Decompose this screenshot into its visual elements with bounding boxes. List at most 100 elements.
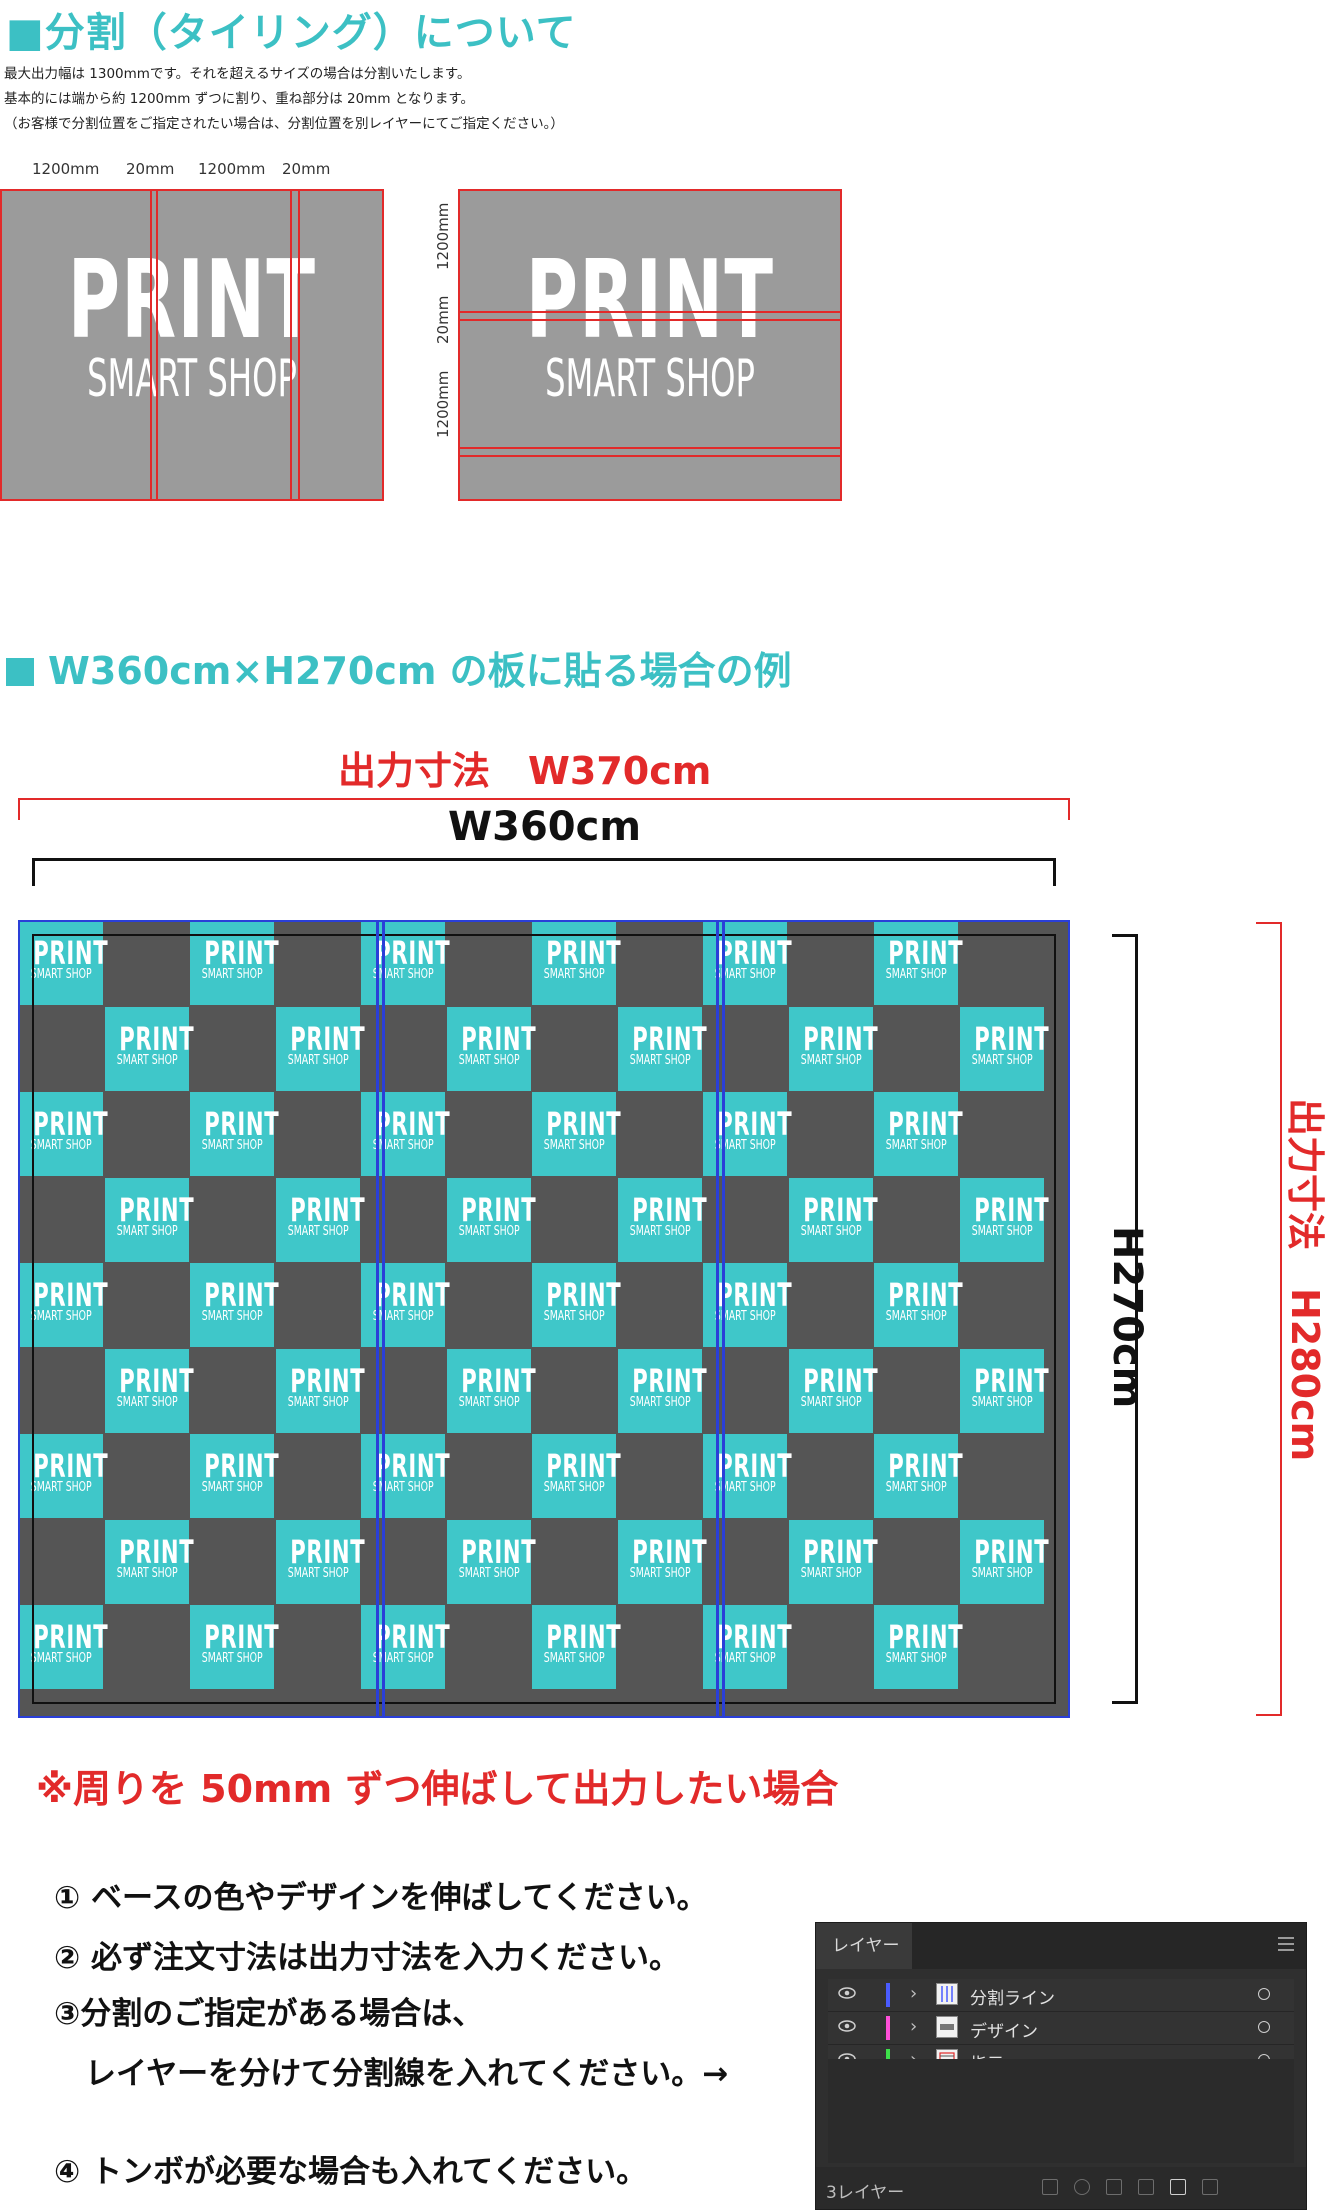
split-line <box>298 191 300 499</box>
layers-tabbar: レイヤー <box>816 1923 1306 1969</box>
step-4: ④ トンボが必要な場合も入れてください。 <box>54 2154 648 2190</box>
tile-smart-shop-text: SMART SHOP <box>372 967 434 982</box>
board-outline <box>32 934 1056 1704</box>
clipping-mask-icon[interactable] <box>1106 2179 1122 2195</box>
layers-footer: 3レイヤー <box>816 2167 1306 2209</box>
layers-panel: レイヤー › 分割ライン › デザイン › 指示 3レイヤー <box>815 1922 1307 2210</box>
tile-smart-shop-text: SMART SHOP <box>885 967 947 982</box>
tile-smart-shop-text: SMART SHOP <box>800 1223 862 1239</box>
section2-title-text: W360cm×H270cm の板に貼る場合の例 <box>48 649 792 693</box>
board-height-bracket <box>1112 934 1138 1704</box>
split-line <box>150 191 152 499</box>
panel-logo: PRINT SMART SHOP <box>460 247 840 409</box>
panel-logo: PRINT SMART SHOP <box>2 247 382 409</box>
tile-smart-shop-text: SMART SHOP <box>885 1138 947 1153</box>
split-line <box>460 455 840 457</box>
search-icon[interactable] <box>1074 2179 1090 2195</box>
layer-row[interactable]: › 分割ライン <box>828 1979 1294 2012</box>
tile-smart-shop-text: SMART SHOP <box>458 1394 520 1410</box>
new-layer-icon[interactable] <box>1170 2179 1186 2195</box>
chevron-right-icon[interactable]: › <box>910 1983 918 2004</box>
division-line <box>376 922 379 1716</box>
tab-layers[interactable]: レイヤー <box>816 1923 912 1969</box>
layer-color-swatch <box>886 2016 890 2040</box>
tile-smart-shop-text: SMART SHOP <box>543 967 605 982</box>
eye-icon[interactable] <box>838 2020 856 2032</box>
step-3: ③分割のご指定がある場合は、 <box>54 1996 484 2032</box>
step-2: ② 必ず注文寸法は出力寸法を入力ください。 <box>54 1940 681 1976</box>
board-width-label: W360cm <box>448 804 642 850</box>
tiling-vertical-example: PRINT SMART SHOP <box>0 189 384 501</box>
tile-smart-shop-text: SMART SHOP <box>800 1565 862 1581</box>
tile-smart-shop-text: SMART SHOP <box>201 1480 263 1495</box>
split-line <box>156 191 158 499</box>
tile-smart-shop-text: SMART SHOP <box>30 1651 92 1666</box>
layer-row[interactable]: › デザイン <box>828 2012 1294 2045</box>
section1-title: ■分割（タイリング）について <box>6 10 577 56</box>
layer-name[interactable]: デザイン <box>970 2022 1038 2042</box>
layer-color-swatch <box>886 1983 890 2007</box>
desc-line-3: （お客様で分割位置をご指定されたい場合は、分割位置を別レイヤーにてご指定ください… <box>4 116 564 132</box>
tile-smart-shop-text: SMART SHOP <box>885 1651 947 1666</box>
division-frame <box>18 920 1070 1718</box>
hdim-1: 1200mm <box>32 160 100 178</box>
tile-smart-shop-text: SMART SHOP <box>629 1565 691 1581</box>
trash-icon[interactable] <box>1202 2179 1218 2195</box>
logo-smart-shop: SMART SHOP <box>87 349 297 409</box>
tile-smart-shop-text: SMART SHOP <box>287 1394 349 1410</box>
layer-thumbnail <box>936 1983 958 2005</box>
tile-smart-shop-text: SMART SHOP <box>287 1052 349 1068</box>
section2-title: W360cm×H270cm の板に貼る場合の例 <box>6 640 792 695</box>
tile-smart-shop-text: SMART SHOP <box>714 1480 776 1495</box>
layer-name[interactable]: 分割ライン <box>970 1989 1055 2009</box>
logo-smart-shop: SMART SHOP <box>545 349 755 409</box>
split-line <box>460 319 840 321</box>
export-icon[interactable] <box>1042 2179 1058 2195</box>
vdim-1: 1200mm <box>434 202 452 270</box>
tile-smart-shop-text: SMART SHOP <box>372 1480 434 1495</box>
tile-smart-shop-text: SMART SHOP <box>30 1480 92 1495</box>
vdim-3: 1200mm <box>434 370 452 438</box>
tile-smart-shop-text: SMART SHOP <box>800 1052 862 1068</box>
target-circle-icon[interactable] <box>1258 1988 1270 2000</box>
tile-smart-shop-text: SMART SHOP <box>543 1309 605 1324</box>
tile-smart-shop-text: SMART SHOP <box>714 1651 776 1666</box>
tile-smart-shop-text: SMART SHOP <box>971 1223 1033 1239</box>
tile-smart-shop-text: SMART SHOP <box>971 1052 1033 1068</box>
new-sublayer-icon[interactable] <box>1138 2179 1154 2195</box>
step-1: ① ベースの色やデザインを伸ばしてください。 <box>54 1880 708 1916</box>
tile-smart-shop-text: SMART SHOP <box>629 1223 691 1239</box>
tile-smart-shop-text: SMART SHOP <box>116 1565 178 1581</box>
target-circle-icon[interactable] <box>1258 2021 1270 2033</box>
step-3-cont: レイヤーを分けて分割線を入れてください。→ <box>54 2056 729 2092</box>
eye-icon[interactable] <box>838 1987 856 1999</box>
tile-smart-shop-text: SMART SHOP <box>629 1394 691 1410</box>
division-line <box>722 922 725 1716</box>
panel-menu-icon[interactable] <box>1278 1937 1294 1951</box>
chevron-right-icon[interactable]: › <box>910 2016 918 2037</box>
tile-smart-shop-text: SMART SHOP <box>458 1223 520 1239</box>
tile-smart-shop-text: SMART SHOP <box>116 1052 178 1068</box>
tile-smart-shop-text: SMART SHOP <box>372 1651 434 1666</box>
